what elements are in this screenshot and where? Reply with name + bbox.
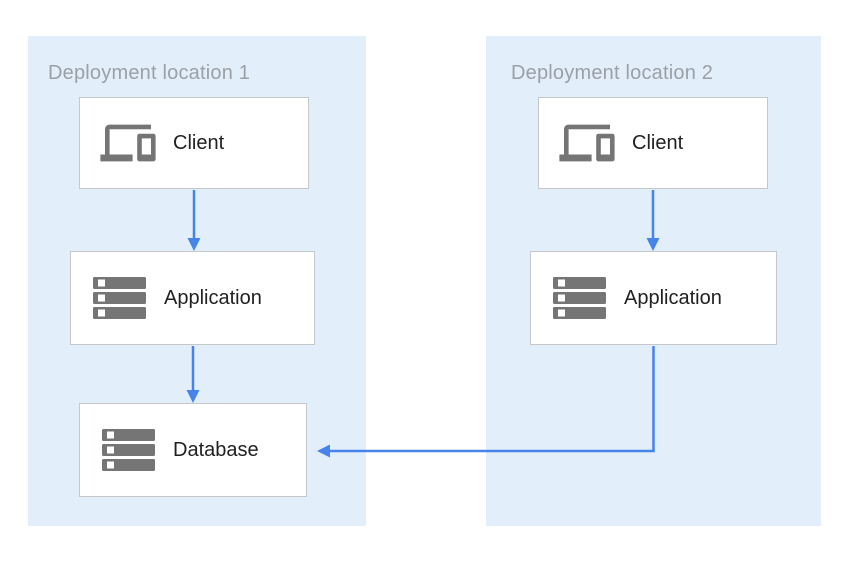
node-label: Client (173, 131, 225, 154)
node-client-1: Client (79, 97, 309, 189)
node-label: Database (173, 438, 259, 461)
region-label: Deployment location 2 (511, 62, 714, 84)
node-database-1: Database (79, 403, 307, 497)
server-stack-icon (100, 429, 156, 471)
devices-icon (100, 120, 156, 166)
region-label: Deployment location 1 (48, 62, 251, 84)
node-label: Application (164, 286, 262, 309)
node-client-2: Client (538, 97, 768, 189)
node-label: Application (624, 286, 722, 309)
server-stack-icon (551, 277, 607, 319)
devices-icon (559, 120, 615, 166)
node-application-2: Application (530, 251, 777, 345)
server-stack-icon (91, 277, 147, 319)
node-label: Client (632, 131, 684, 154)
node-application-1: Application (70, 251, 315, 345)
